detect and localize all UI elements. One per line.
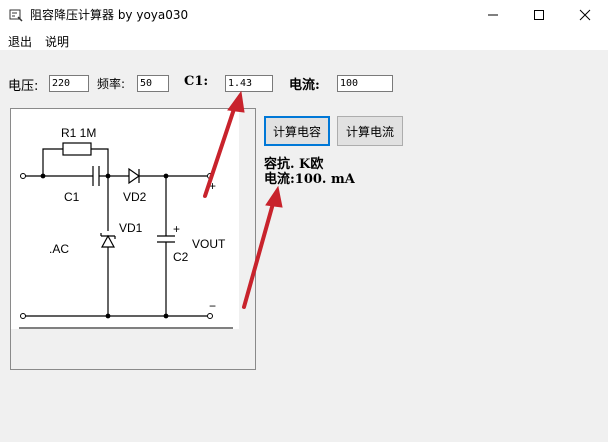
c1-component-label: C1: [64, 190, 80, 204]
calc-current-button[interactable]: 计算电流: [337, 116, 403, 146]
current-label: 电流:: [289, 78, 320, 93]
c1-label: C1:: [184, 74, 209, 89]
close-icon: [579, 9, 591, 21]
minimize-icon: [488, 14, 498, 16]
reactance-result: 容抗. K欧: [264, 157, 324, 172]
output-minus-label: −: [209, 299, 216, 313]
menu-bar: 退出 说明: [0, 30, 608, 50]
close-button[interactable]: [562, 0, 608, 30]
frequency-label: 频率:: [97, 77, 126, 91]
maximize-button[interactable]: [516, 0, 562, 30]
voltage-label: 电压:: [8, 79, 39, 94]
calc-capacitance-button[interactable]: 计算电容: [264, 116, 330, 146]
current-result: 电流:100. mA: [264, 172, 355, 187]
c2-label: C2: [173, 250, 189, 264]
current-input[interactable]: 100: [337, 75, 393, 92]
ac-label: .AC: [49, 242, 69, 256]
title-bar: 阻容降压计算器 by yoya030: [0, 0, 608, 30]
menu-item-exit[interactable]: 退出: [8, 35, 33, 49]
minimize-button[interactable]: [470, 0, 516, 30]
vd2-label: VD2: [123, 190, 147, 204]
arrow-to-c1-input: [203, 101, 238, 198]
app-icon: [9, 9, 23, 22]
window-title: 阻容降压计算器 by yoya030: [30, 8, 189, 22]
frequency-input[interactable]: 50: [137, 75, 169, 92]
c1-input[interactable]: 1.43: [225, 75, 273, 92]
circuit-diagram: R1 1M C1 VD2 VD1 .AC + C2 VOUT + −: [11, 109, 239, 329]
vout-label: VOUT: [192, 237, 226, 251]
maximize-icon: [534, 10, 544, 20]
arrow-to-result: [242, 198, 276, 309]
c2-plus-label: +: [173, 222, 180, 236]
r1-label: R1 1M: [61, 126, 96, 140]
vd1-label: VD1: [119, 221, 143, 235]
output-plus-label: +: [209, 179, 216, 193]
menu-item-help[interactable]: 说明: [45, 35, 70, 49]
voltage-input[interactable]: 220: [49, 75, 89, 92]
